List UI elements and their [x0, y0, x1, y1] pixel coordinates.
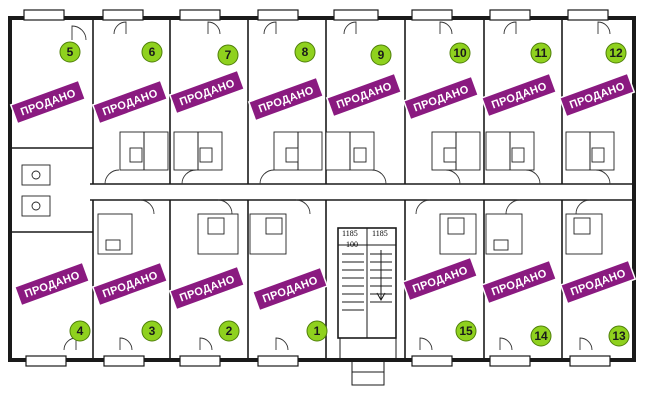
top-windows: [23, 9, 609, 21]
apartment-number-badge: 2: [218, 320, 240, 342]
apartment-number: 3: [149, 324, 156, 338]
sold-banner: ПРОДАНО: [91, 79, 169, 125]
apartment-number-badge: 4: [69, 320, 91, 342]
apartment-number: 13: [612, 329, 626, 343]
sold-banner: ПРОДАНО: [480, 259, 558, 305]
apartment-number: 6: [149, 45, 156, 59]
apartment-number-badge: 1: [306, 320, 328, 342]
sold-banner: ПРОДАНО: [480, 72, 558, 118]
sold-banner: ПРОДАНО: [558, 72, 636, 118]
sold-banner: ПРОДАНО: [9, 79, 87, 125]
sold-banner: ПРОДАНО: [402, 75, 480, 121]
sold-banner: ПРОДАНО: [325, 72, 403, 118]
apartment-number: 9: [378, 48, 385, 62]
apartment-number: 2: [226, 324, 233, 338]
apartment-number: 10: [453, 46, 467, 60]
apartment-number-badge: 13: [608, 325, 630, 347]
sold-banner: ПРОДАНО: [91, 261, 169, 307]
sold-banner: ПРОДАНО: [247, 76, 325, 122]
bottom-windows: [25, 355, 611, 367]
apartment-number-badge: 9: [370, 44, 392, 66]
stairwell: [337, 227, 397, 386]
apartment-number-badge: 15: [455, 320, 477, 342]
apartment-number: 15: [459, 324, 473, 338]
dimension-lower: 100: [346, 240, 358, 249]
apartment-number-badge: 6: [141, 41, 163, 63]
sold-banner: ПРОДАНО: [168, 265, 246, 311]
apartment-number: 14: [534, 329, 548, 343]
apartment-number-badge: 7: [217, 44, 239, 66]
bottom-bathrooms: [97, 213, 603, 255]
outer-wall: [8, 16, 636, 362]
apartment-number: 5: [67, 45, 74, 59]
sold-banner: ПРОДАНО: [401, 256, 479, 302]
apartment-number: 4: [77, 324, 84, 338]
apartment-number-badge: 11: [530, 42, 552, 64]
top-bathrooms: [119, 131, 615, 171]
sold-banner: ПРОДАНО: [168, 69, 246, 115]
sold-banner: ПРОДАНО: [13, 261, 91, 307]
dimension-left: 1185: [342, 229, 358, 238]
sold-banner: ПРОДАНО: [251, 266, 329, 312]
left-bathroom-block: [10, 147, 93, 233]
apartment-number: 1: [314, 324, 321, 338]
apartment-number-badge: 5: [59, 41, 81, 63]
apartment-number: 12: [609, 46, 623, 60]
apartment-number: 7: [225, 48, 232, 62]
apartment-number: 11: [535, 46, 548, 60]
apartment-number-badge: 3: [141, 320, 163, 342]
dimension-right: 1185: [372, 229, 388, 238]
sold-banner: ПРОДАНО: [559, 259, 637, 305]
apartment-number-badge: 8: [294, 41, 316, 63]
apartment-number: 8: [302, 45, 309, 59]
apartment-number-badge: 12: [605, 42, 627, 64]
apartment-number-badge: 14: [530, 325, 552, 347]
apartment-number-badge: 10: [449, 42, 471, 64]
